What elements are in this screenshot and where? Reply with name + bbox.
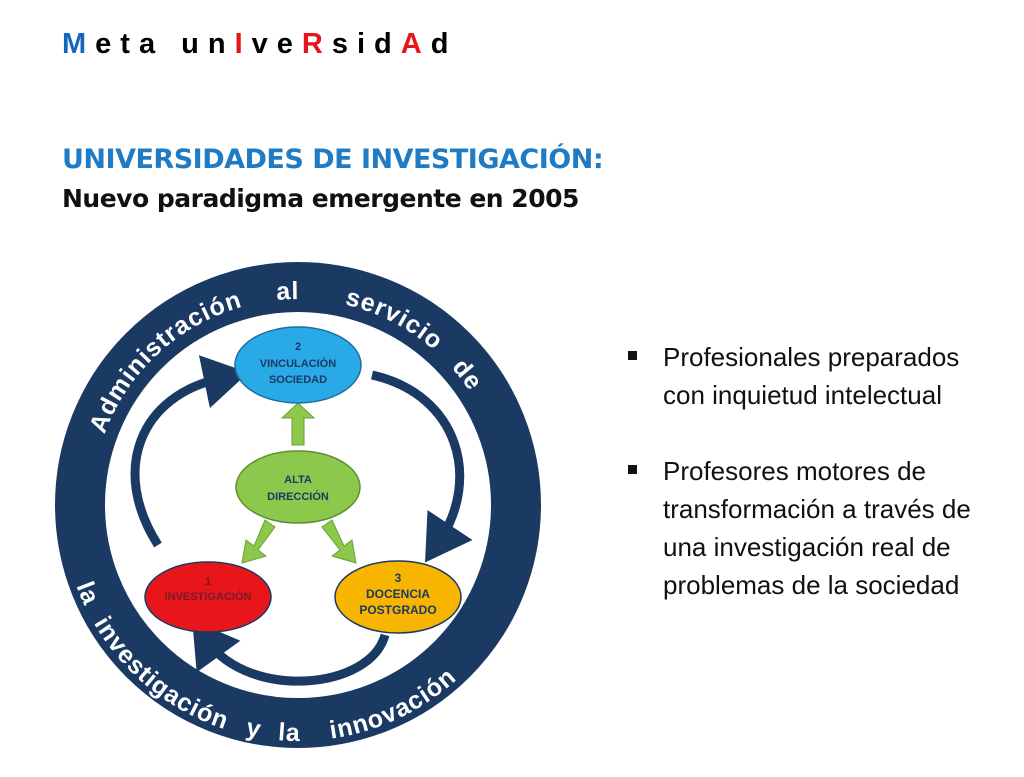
bullet-item: Profesionales preparados con inquietud i… <box>628 338 1008 414</box>
brand-letter: d <box>430 28 458 60</box>
ring-bottom-word: la <box>277 718 301 747</box>
node1-number: 1 <box>205 576 211 588</box>
bullet-square-icon <box>628 465 637 474</box>
brand-letter: M <box>62 28 96 60</box>
brand-letter: A <box>400 28 431 60</box>
ring-bottom-word: y <box>244 713 264 743</box>
bullet-text: Profesores motores de transformación a t… <box>663 456 971 600</box>
node2-line2: SOCIEDAD <box>269 374 327 386</box>
center-line1: ALTA <box>284 474 312 486</box>
green-arrow-down-right <box>321 519 357 564</box>
cycle-arrows <box>130 355 473 686</box>
page-title: UNIVERSIDADES DE INVESTIGACIÓN: <box>62 144 604 175</box>
brand-letter: sid <box>331 28 401 60</box>
arrow-investigacion-to-vinculacion <box>130 355 249 548</box>
green-arrow-up <box>280 402 316 446</box>
node-investigacion: 1 INVESTIGACIÓN <box>144 561 272 633</box>
green-arrow-down-left <box>241 519 276 564</box>
bullet-square-icon <box>628 351 637 360</box>
arrow-docencia-to-investigacion <box>192 620 390 686</box>
node2-line1: VINCULACIÓN <box>260 357 336 370</box>
node3-line1: DOCENCIA <box>366 587 430 601</box>
brand-letter: ve <box>251 28 302 60</box>
page-subtitle: Nuevo paradigma emergente en 2005 <box>62 184 579 213</box>
node-docencia: 3 DOCENCIA POSTGRADO <box>334 560 462 634</box>
brand-letter: eta un <box>95 28 235 60</box>
node-vinculacion: 2 VINCULACIÓN SOCIEDAD <box>234 326 362 404</box>
outer-ring <box>55 262 541 748</box>
brand-logo: Meta unIveRsidAd <box>62 28 457 61</box>
arrow-vinculacion-to-docencia <box>370 370 473 563</box>
center-line2: DIRECCIÓN <box>267 490 329 503</box>
bullet-list: Profesionales preparados con inquietud i… <box>628 338 1008 642</box>
bullet-text: Profesionales preparados con inquietud i… <box>663 342 960 410</box>
bullet-item: Profesores motores de transformación a t… <box>628 452 1008 604</box>
ring-top-word: al <box>275 277 299 306</box>
node3-number: 3 <box>395 571 402 585</box>
node2-number: 2 <box>295 341 301 353</box>
brand-letter: I <box>234 28 252 60</box>
node3-line2: POSTGRADO <box>359 603 436 617</box>
node1-line1: INVESTIGACIÓN <box>165 590 252 603</box>
brand-letter: R <box>301 28 332 60</box>
node-alta-direccion: ALTA DIRECCIÓN <box>235 450 361 524</box>
